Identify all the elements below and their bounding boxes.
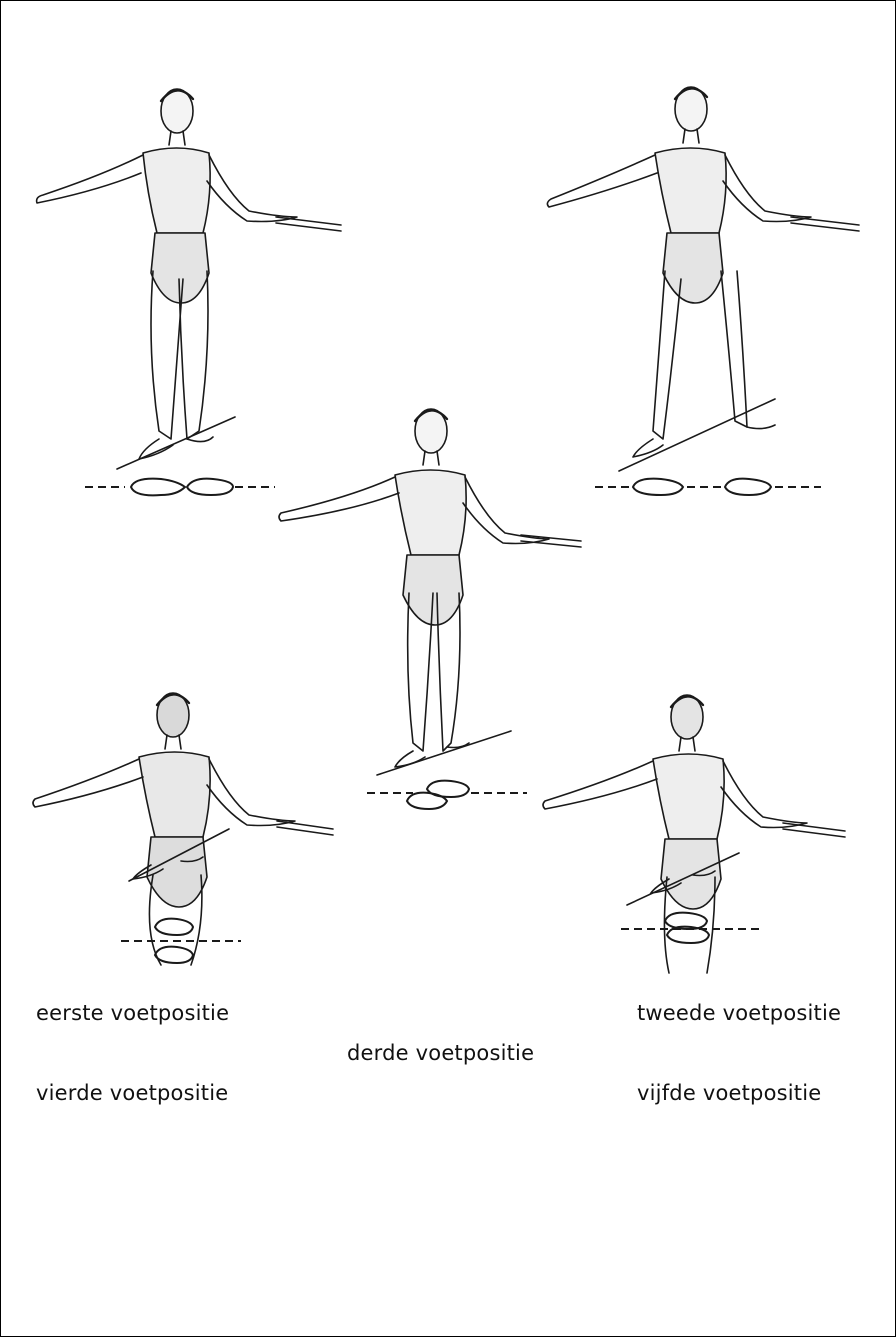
caption-second-position: tweede voetpositie: [637, 1001, 841, 1025]
caption-fourth-position: vierde voetpositie: [36, 1081, 228, 1105]
dancer-fifth-position-illustration: [537, 691, 867, 991]
caption-fifth-position: vijfde voetpositie: [637, 1081, 821, 1105]
fifth-position-feet-diagram: [621, 961, 771, 1001]
fourth-position-feet-diagram: [111, 961, 251, 1001]
caption-first-position: eerste voetpositie: [36, 1001, 229, 1025]
dancer-fourth-position-illustration: [21, 691, 351, 991]
caption-third-position: derde voetpositie: [347, 1041, 534, 1065]
